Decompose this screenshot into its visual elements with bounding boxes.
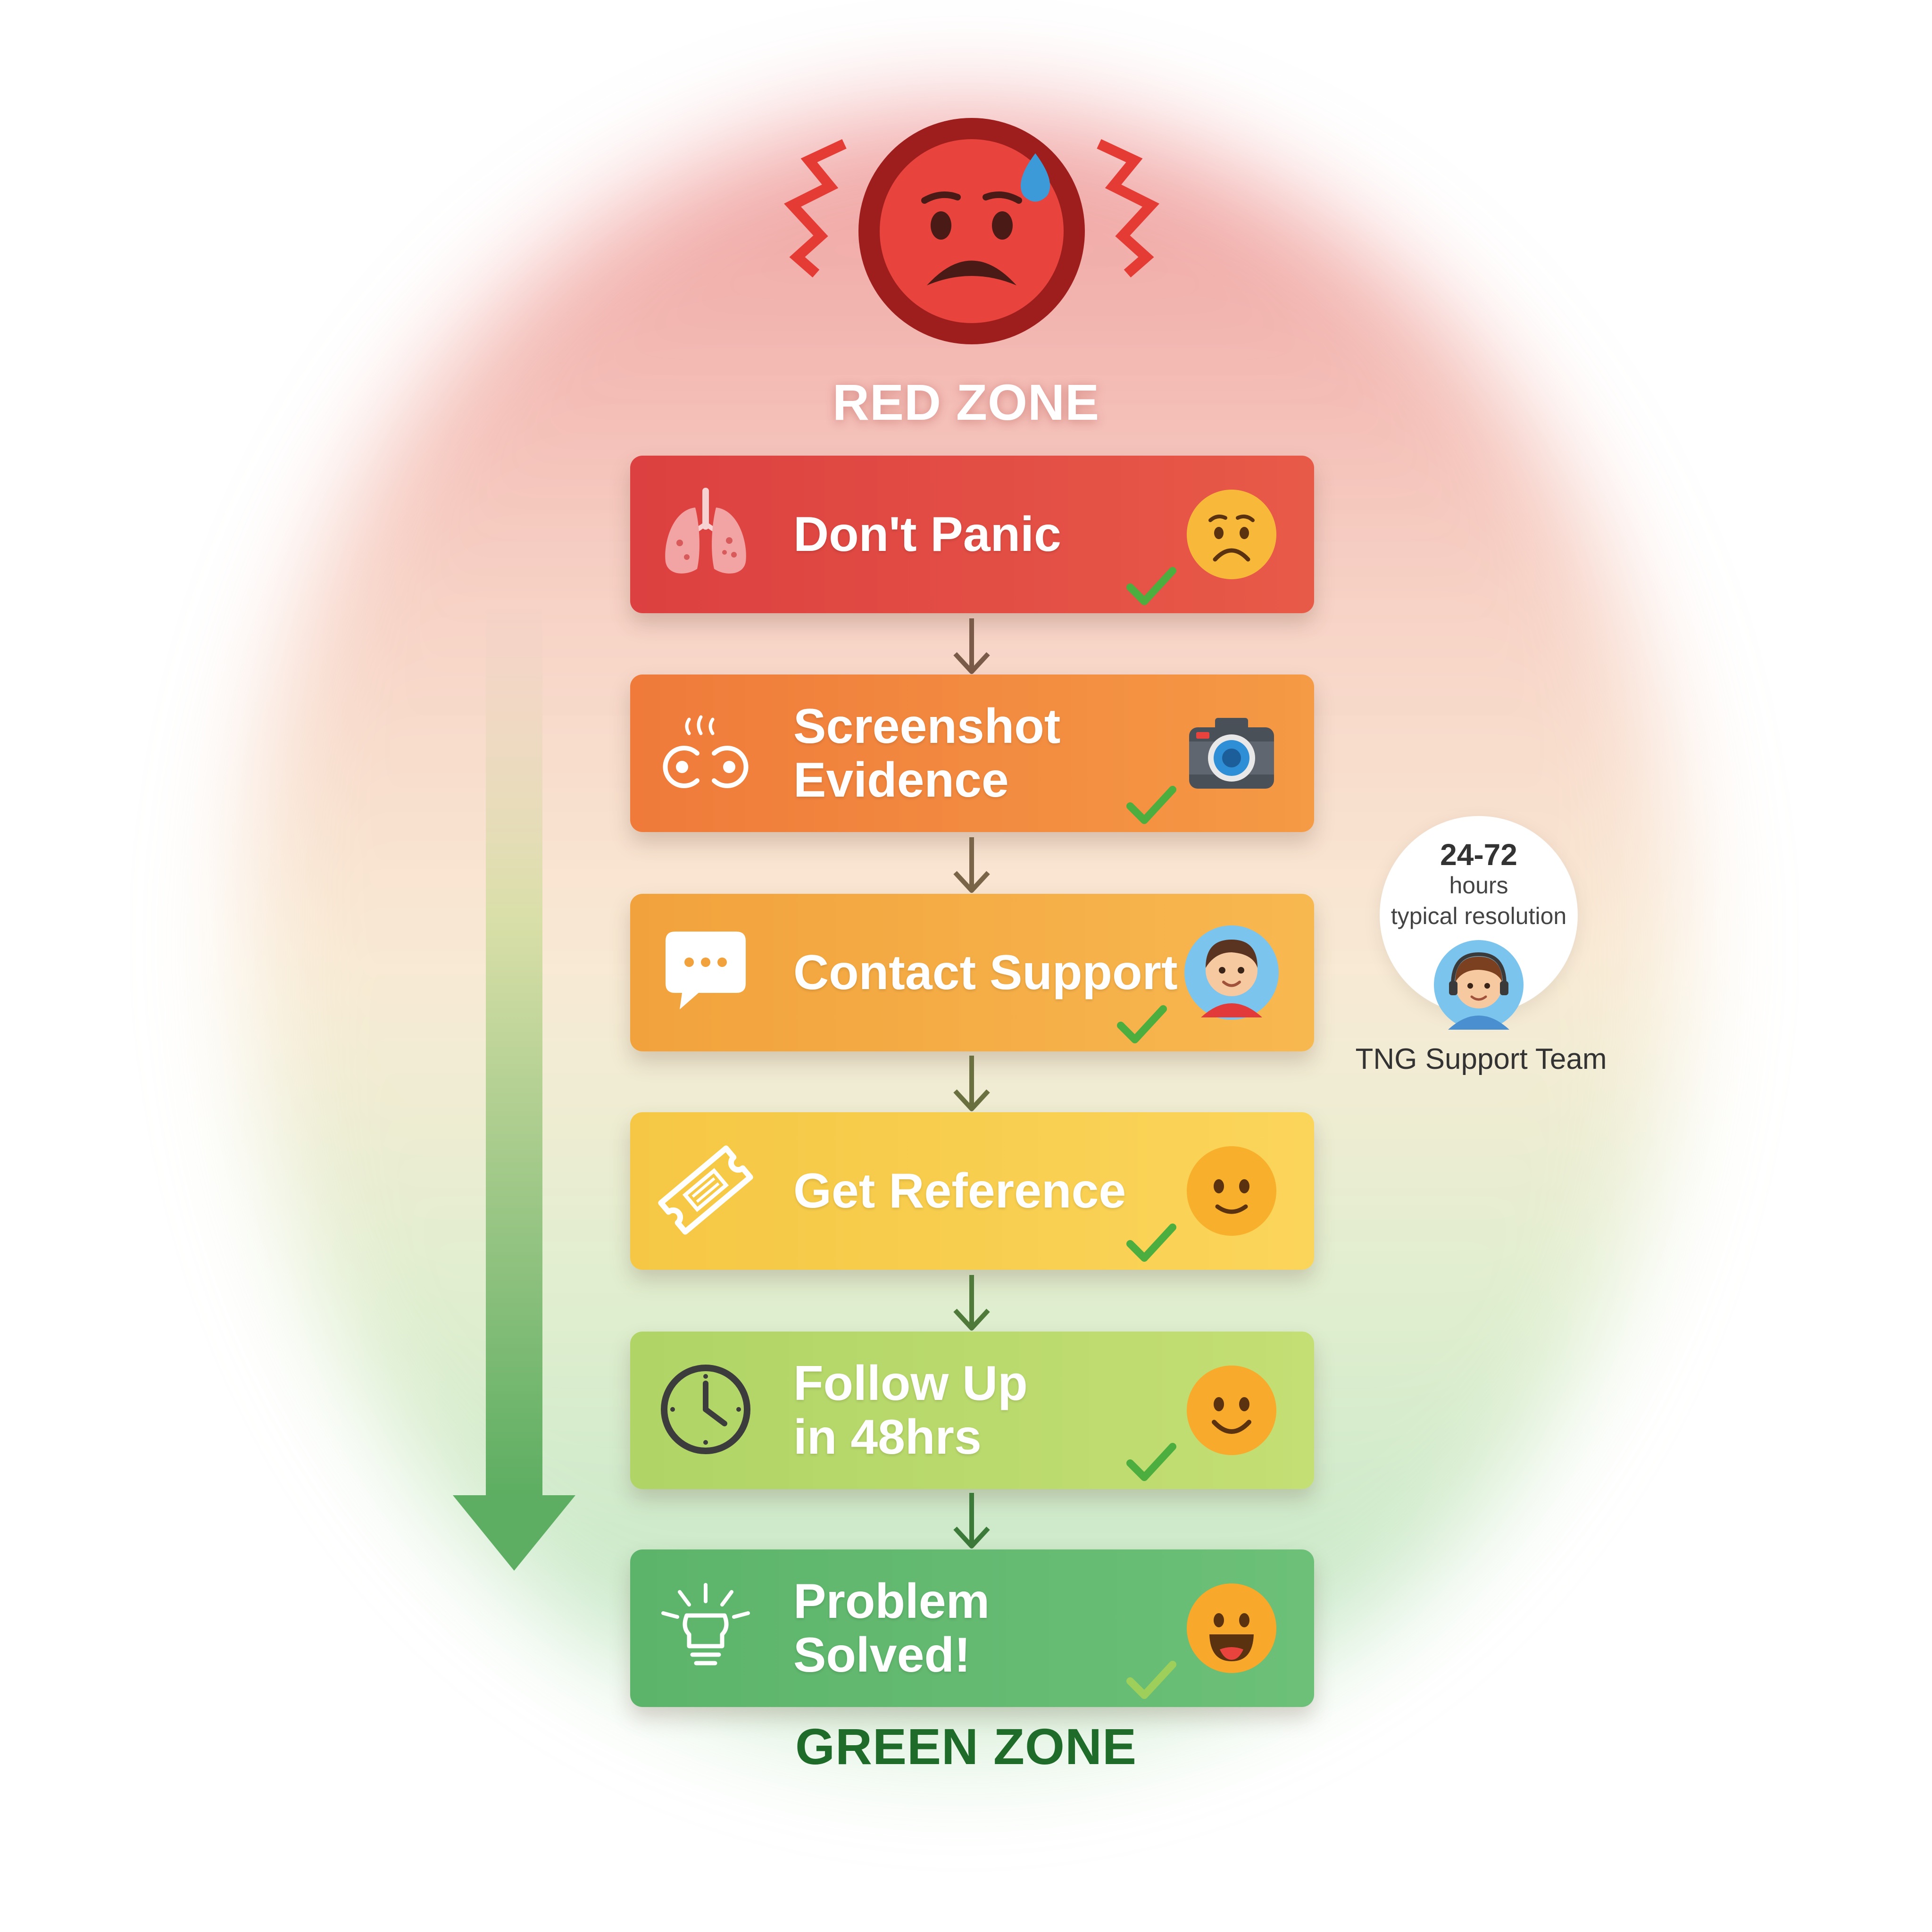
resolution-caption: typical resolution: [1391, 903, 1567, 929]
lungs-icon: [665, 488, 746, 574]
step-problem-solved: Problem Solved!: [630, 1549, 1314, 1707]
step-label: Get Reference: [793, 1164, 1126, 1218]
resolution-unit: hours: [1449, 872, 1508, 899]
step-contact-support: Contact Support: [630, 894, 1314, 1051]
clock-icon: [661, 1365, 750, 1454]
flow-arrow: [953, 1493, 990, 1549]
step-label: Problem Solved!: [793, 1574, 990, 1682]
check-icon: [1117, 1005, 1167, 1043]
step-label: Follow Up in 48hrs: [793, 1356, 1028, 1465]
progress-down-arrow: [453, 608, 575, 1571]
red-zone-label: RED ZONE: [832, 374, 1100, 431]
eyes-icon: [663, 715, 749, 788]
check-icon: [1126, 1443, 1176, 1481]
grinning-face-icon: [1187, 1583, 1276, 1673]
check-icon: [1126, 1661, 1176, 1699]
step-screenshot-evidence: Screenshot Evidence: [630, 675, 1314, 832]
resolution-time-callout: 24-72 hours typical resolution: [1380, 816, 1578, 1030]
lightbulb-icon: [661, 1583, 750, 1666]
worried-face-icon: [1187, 490, 1276, 579]
headset-agent-avatar: [1434, 940, 1524, 1030]
stressed-face-icon: [783, 118, 1160, 344]
check-icon: [1126, 567, 1176, 605]
step-label: Don't Panic: [793, 507, 1061, 562]
slight-smile-face-icon: [1187, 1146, 1276, 1236]
support-team-label: TNG Support Team: [1355, 1043, 1607, 1075]
flow-arrow: [953, 1056, 990, 1111]
step-get-reference: Get Reference: [630, 1112, 1314, 1270]
chat-bubble-icon: [666, 932, 746, 1009]
ticket-icon: [658, 1145, 753, 1235]
step-label: Screenshot Evidence: [793, 699, 1061, 808]
flow-arrow: [953, 1275, 990, 1331]
green-zone-label: GREEN ZONE: [795, 1718, 1137, 1775]
camera-icon: [1189, 718, 1274, 789]
smile-face-icon: [1187, 1366, 1276, 1455]
resolution-range: 24-72: [1440, 838, 1517, 872]
flow-arrow: [953, 837, 990, 893]
flow-arrow: [953, 618, 990, 674]
check-icon: [1126, 786, 1176, 824]
step-follow-up: Follow Up in 48hrs: [630, 1332, 1314, 1489]
support-person-avatar: [1184, 925, 1279, 1020]
step-dont-panic: Don't Panic: [630, 456, 1314, 613]
step-label: Contact Support: [793, 945, 1178, 1000]
check-icon: [1126, 1224, 1176, 1262]
